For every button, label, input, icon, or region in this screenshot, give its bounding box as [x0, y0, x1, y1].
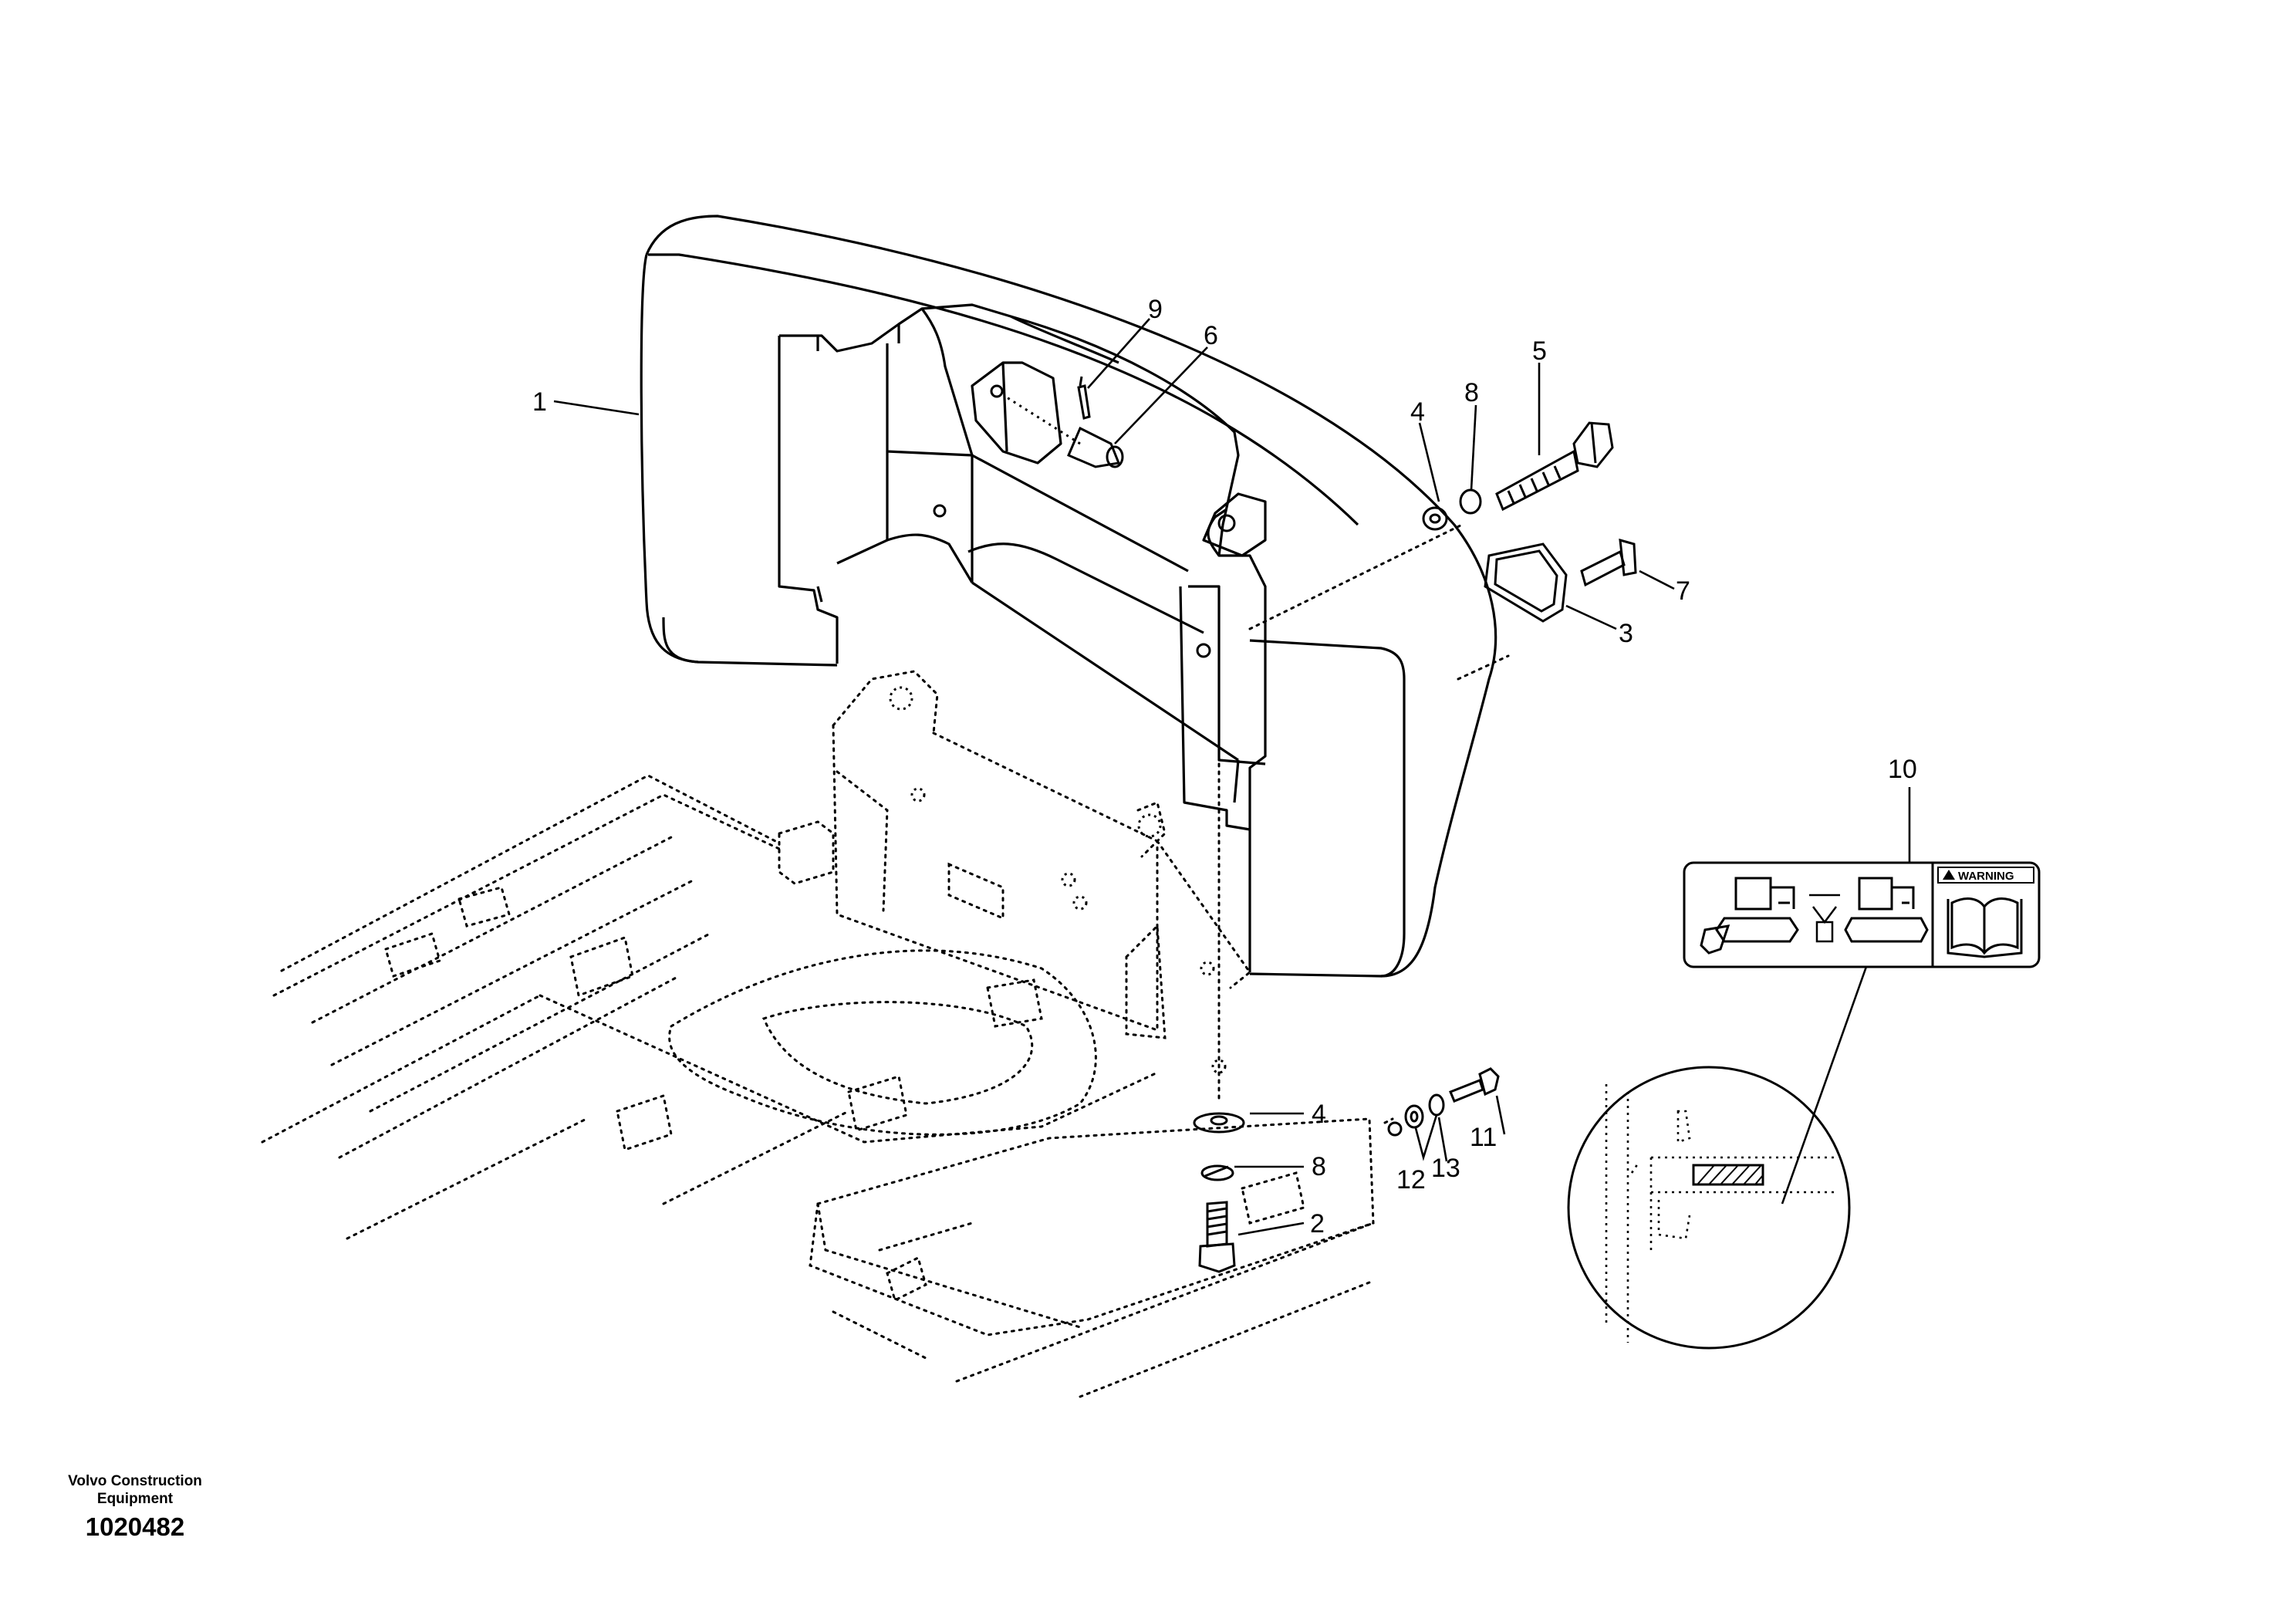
callout-8-bottom: 8 — [1312, 1152, 1326, 1181]
warning-decal: WARNING — [1683, 861, 2041, 968]
callout-4-bottom: 4 — [1312, 1100, 1326, 1129]
warning-label-text: WARNING — [1958, 870, 2014, 883]
callout-13: 13 — [1431, 1154, 1460, 1183]
frame-holes — [889, 686, 1227, 1074]
callout-1: 1 — [532, 387, 547, 417]
callout-5: 5 — [1532, 336, 1547, 366]
cover-plate — [1484, 538, 1637, 623]
callout-8-top: 8 — [1464, 378, 1479, 407]
excavator-icon — [1700, 877, 1799, 955]
excavator-icon-2 — [1844, 877, 1929, 943]
rotation-arrows-icon — [1809, 894, 1840, 943]
callout-2: 2 — [1310, 1209, 1325, 1238]
manual-book-icon — [1947, 897, 2023, 958]
leader-lines — [553, 318, 1911, 1236]
callout-4-top: 4 — [1410, 397, 1425, 427]
warning-triangle-icon — [1943, 870, 1955, 880]
pin-assembly — [1006, 376, 1124, 468]
callout-10: 10 — [1888, 755, 1917, 784]
callout-12: 12 — [1396, 1165, 1426, 1195]
callout-3: 3 — [1619, 619, 1633, 648]
callout-labels: 1 9 6 4 8 5 7 3 4 8 2 12 13 11 10 — [532, 295, 1917, 1238]
counterweight — [640, 215, 1497, 978]
top-hardware — [1422, 421, 1614, 531]
detail-view — [1567, 1066, 1851, 1350]
callout-11: 11 — [1470, 1123, 1497, 1152]
drawing-number: 1020482 — [85, 1512, 185, 1541]
callout-9: 9 — [1148, 295, 1163, 324]
bottom-hardware — [1193, 1112, 1245, 1273]
company-name: Volvo Construction Equipment — [68, 1473, 202, 1507]
callout-6: 6 — [1204, 321, 1218, 350]
callout-7: 7 — [1676, 576, 1690, 606]
upper-frame — [261, 523, 1510, 1398]
